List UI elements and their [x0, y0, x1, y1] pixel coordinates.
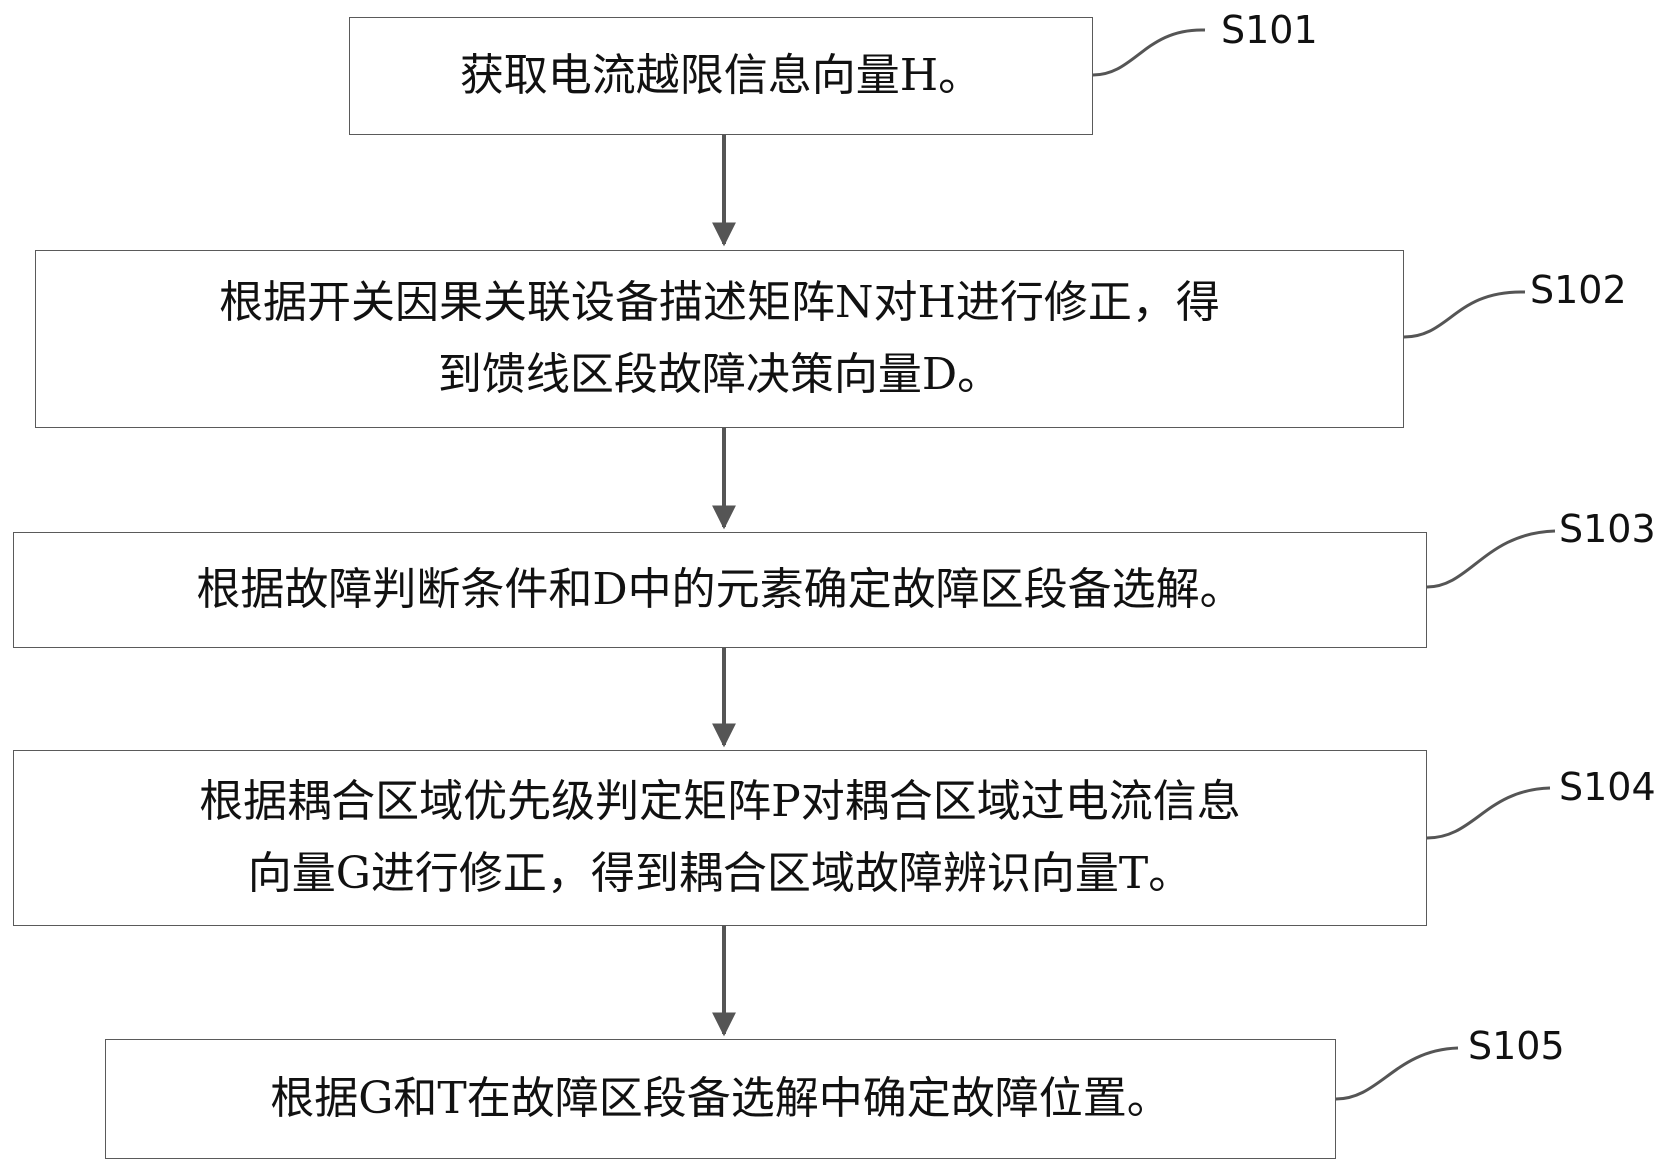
leader-line-s103 — [1426, 529, 1556, 589]
leader-line-s104 — [1426, 786, 1551, 840]
leader-line-s101 — [1092, 28, 1206, 77]
step-text-s101: 获取电流越限信息向量H。 — [459, 50, 983, 101]
step-text-s103: 根据故障判断条件和D中的元素确定故障区段备选解。 — [196, 564, 1244, 615]
step-text-s105: 根据G和T在故障区段备选解中确定故障位置。 — [270, 1073, 1171, 1124]
step-box-s102: 根据开关因果关联设备描述矩阵N对H进行修正，得 到馈线区段故障决策向量D。 — [35, 250, 1404, 428]
step-label-s101: S101 — [1221, 8, 1318, 52]
step-label-s102: S102 — [1530, 268, 1627, 312]
step-box-s104: 根据耦合区域优先级判定矩阵P对耦合区域过电流信息 向量G进行修正，得到耦合区域故… — [13, 750, 1427, 926]
step-text-s104: 根据耦合区域优先级判定矩阵P对耦合区域过电流信息 向量G进行修正，得到耦合区域故… — [199, 776, 1241, 899]
step-label-s103: S103 — [1559, 507, 1656, 551]
leader-line-s102 — [1403, 290, 1526, 339]
step-box-s101: 获取电流越限信息向量H。 — [349, 17, 1093, 135]
step-label-s105: S105 — [1468, 1024, 1565, 1068]
leader-line-s105 — [1335, 1046, 1459, 1101]
step-text-s102: 根据开关因果关联设备描述矩阵N对H进行修正，得 到馈线区段故障决策向量D。 — [219, 277, 1220, 400]
step-box-s105: 根据G和T在故障区段备选解中确定故障位置。 — [105, 1039, 1336, 1159]
step-box-s103: 根据故障判断条件和D中的元素确定故障区段备选解。 — [13, 532, 1427, 648]
step-label-s104: S104 — [1559, 765, 1656, 809]
